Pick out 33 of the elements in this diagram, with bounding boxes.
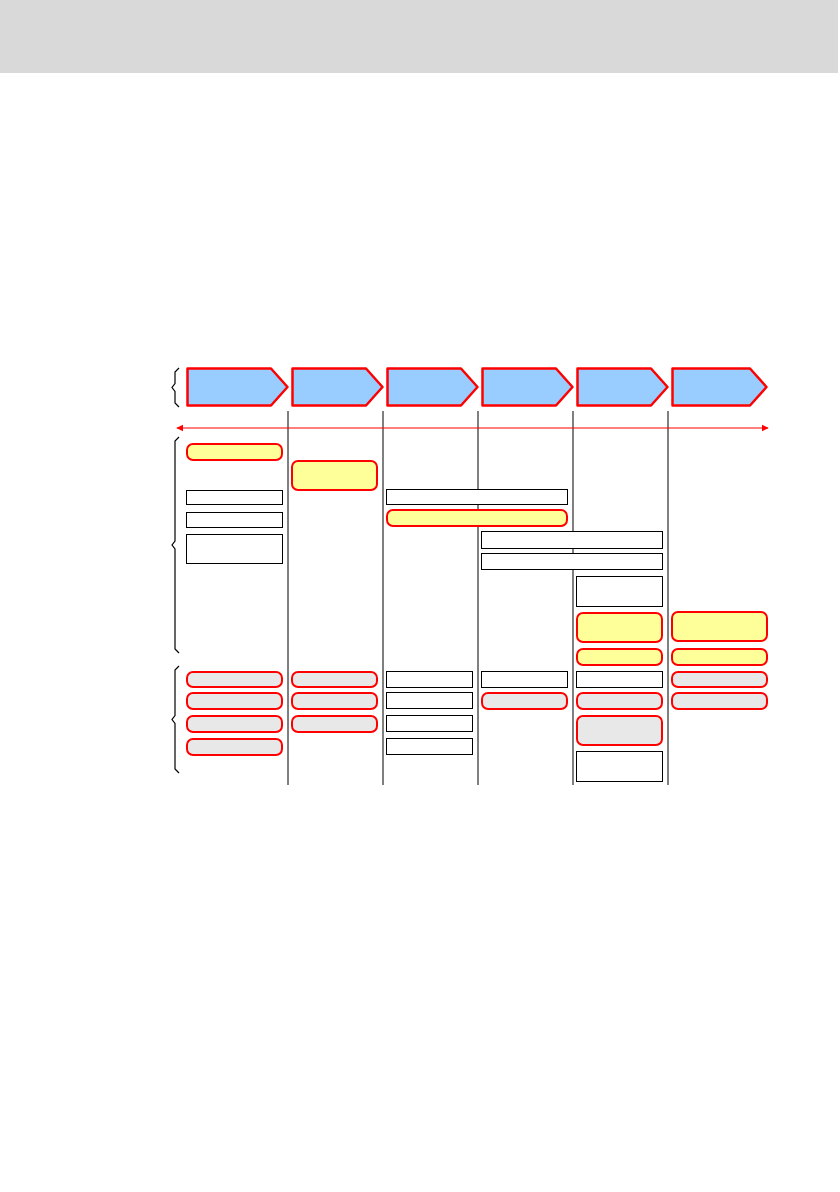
task-bar bbox=[576, 751, 663, 782]
highlighted-task-bar bbox=[576, 648, 663, 666]
task-bar bbox=[481, 531, 663, 549]
task-bar bbox=[576, 576, 663, 607]
task-bar bbox=[481, 671, 568, 688]
task-bar bbox=[386, 489, 568, 505]
task-bar bbox=[186, 512, 283, 528]
task-bar bbox=[186, 490, 283, 505]
highlighted-task-bar bbox=[576, 715, 663, 746]
task-bar bbox=[386, 671, 473, 688]
task-bar bbox=[386, 692, 473, 709]
task-bar bbox=[186, 534, 283, 564]
highlighted-task-bar bbox=[671, 671, 768, 688]
task-bar bbox=[386, 715, 473, 732]
highlighted-task-bar bbox=[291, 715, 378, 733]
task-bar bbox=[576, 671, 663, 688]
highlighted-task-bar bbox=[671, 648, 768, 666]
highlighted-task-bar bbox=[291, 460, 378, 491]
highlighted-task-bar bbox=[186, 443, 283, 461]
highlighted-task-bar bbox=[481, 692, 568, 710]
highlighted-task-bar bbox=[186, 671, 283, 688]
task-bar bbox=[386, 738, 473, 755]
task-bar bbox=[481, 553, 663, 570]
highlighted-task-bar bbox=[291, 671, 378, 688]
highlighted-task-bar bbox=[186, 715, 283, 733]
highlighted-task-bar bbox=[671, 611, 768, 642]
highlighted-task-bar bbox=[291, 692, 378, 710]
highlighted-task-bar bbox=[386, 509, 568, 527]
highlighted-task-bar bbox=[576, 692, 663, 710]
highlighted-task-bar bbox=[671, 692, 768, 710]
highlighted-task-bar bbox=[186, 692, 283, 710]
highlighted-task-bar bbox=[186, 738, 283, 756]
highlighted-task-bar bbox=[576, 612, 663, 643]
